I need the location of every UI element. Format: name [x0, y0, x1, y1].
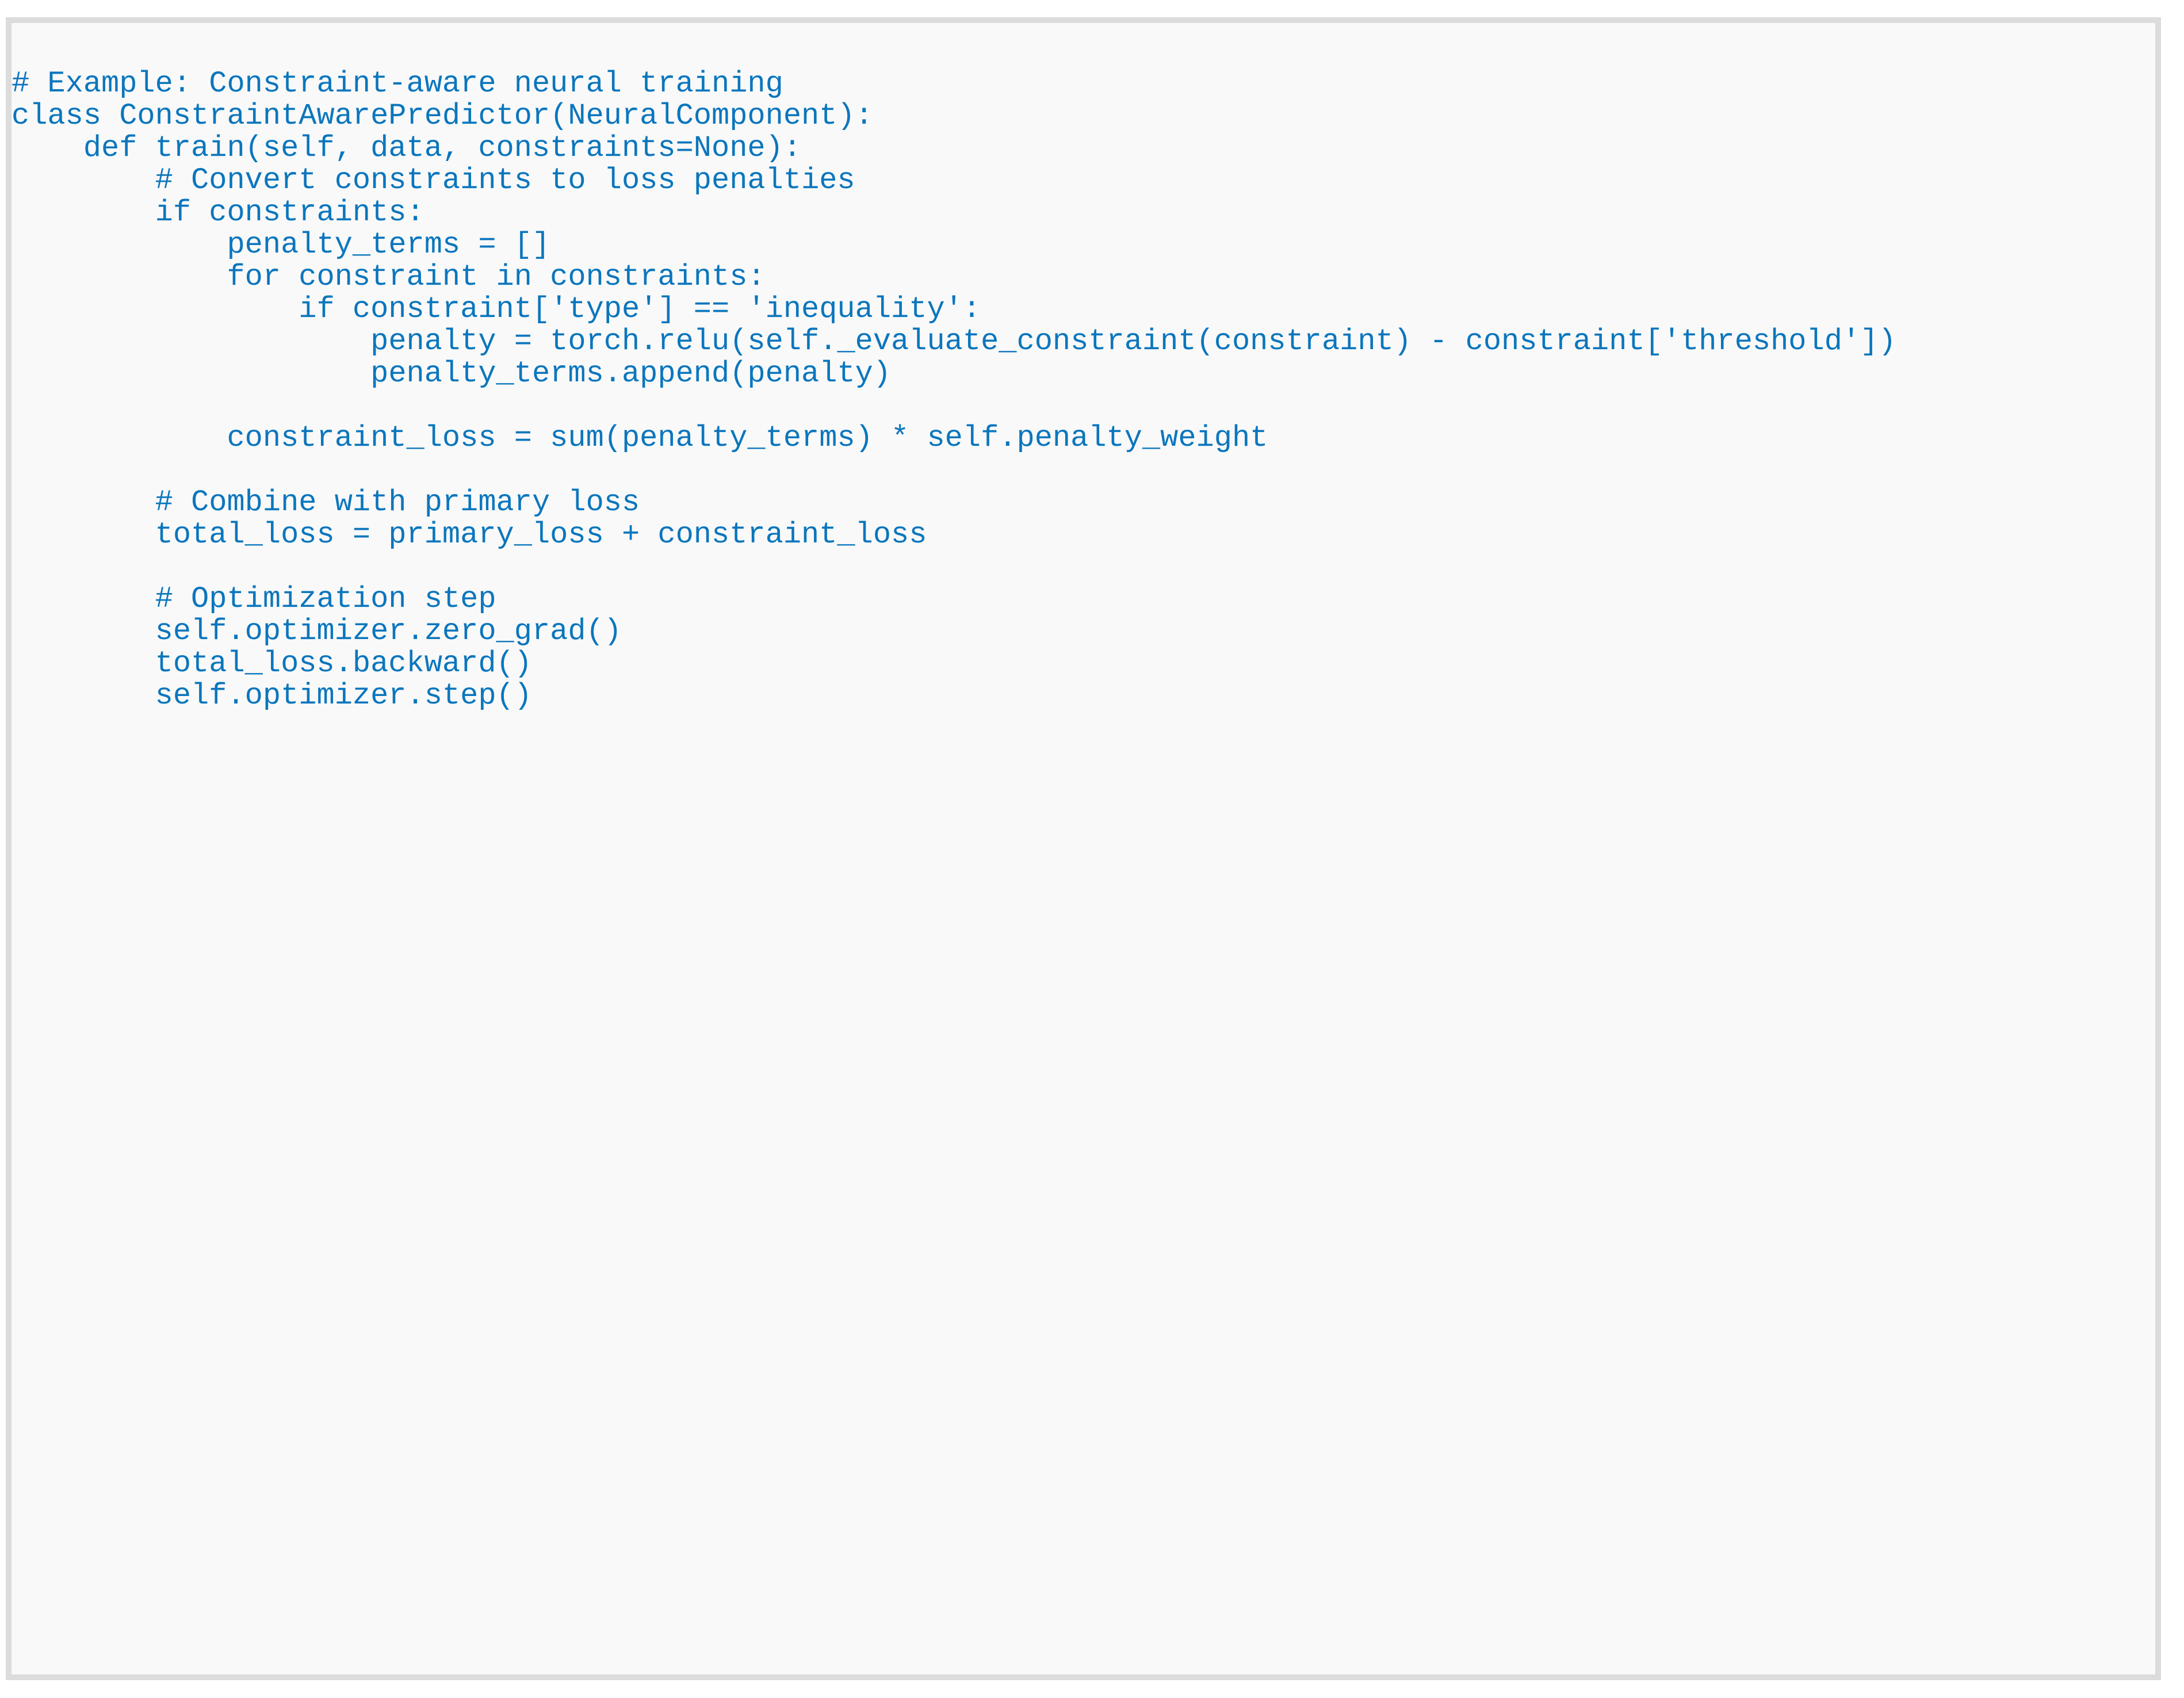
code-line: penalty_terms.append(penalty): [12, 357, 892, 391]
code-line-blank: [12, 551, 2155, 583]
code-line: for constraint in constraints:: [12, 260, 766, 294]
code-line: self.optimizer.step(): [12, 679, 532, 713]
code-line: penalty = torch.relu(self._evaluate_cons…: [12, 324, 1896, 358]
code-line-blank: [12, 454, 2155, 487]
code-line: self.optimizer.zero_grad(): [12, 614, 622, 648]
code-line: def train(self, data, constraints=None):: [12, 131, 802, 165]
code-line: if constraints:: [12, 196, 424, 230]
code-line: # Example: Constraint-aware neural train…: [12, 67, 783, 101]
code-content[interactable]: # Example: Constraint-aware neural train…: [12, 35, 2155, 745]
code-line: # Combine with primary loss: [12, 485, 640, 519]
code-line: class ConstraintAwarePredictor(NeuralCom…: [12, 99, 873, 133]
code-line: # Convert constraints to loss penalties: [12, 163, 855, 197]
code-line: constraint_loss = sum(penalty_terms) * s…: [12, 421, 1268, 455]
code-line: # Optimization step: [12, 582, 496, 616]
code-line: if constraint['type'] == 'inequality':: [12, 292, 981, 326]
code-line: total_loss = primary_loss + constraint_l…: [12, 518, 927, 552]
code-line-blank: [12, 390, 2155, 422]
code-line: total_loss.backward(): [12, 647, 532, 680]
code-block-container: # Example: Constraint-aware neural train…: [6, 17, 2161, 1680]
code-line: penalty_terms = []: [12, 228, 550, 262]
